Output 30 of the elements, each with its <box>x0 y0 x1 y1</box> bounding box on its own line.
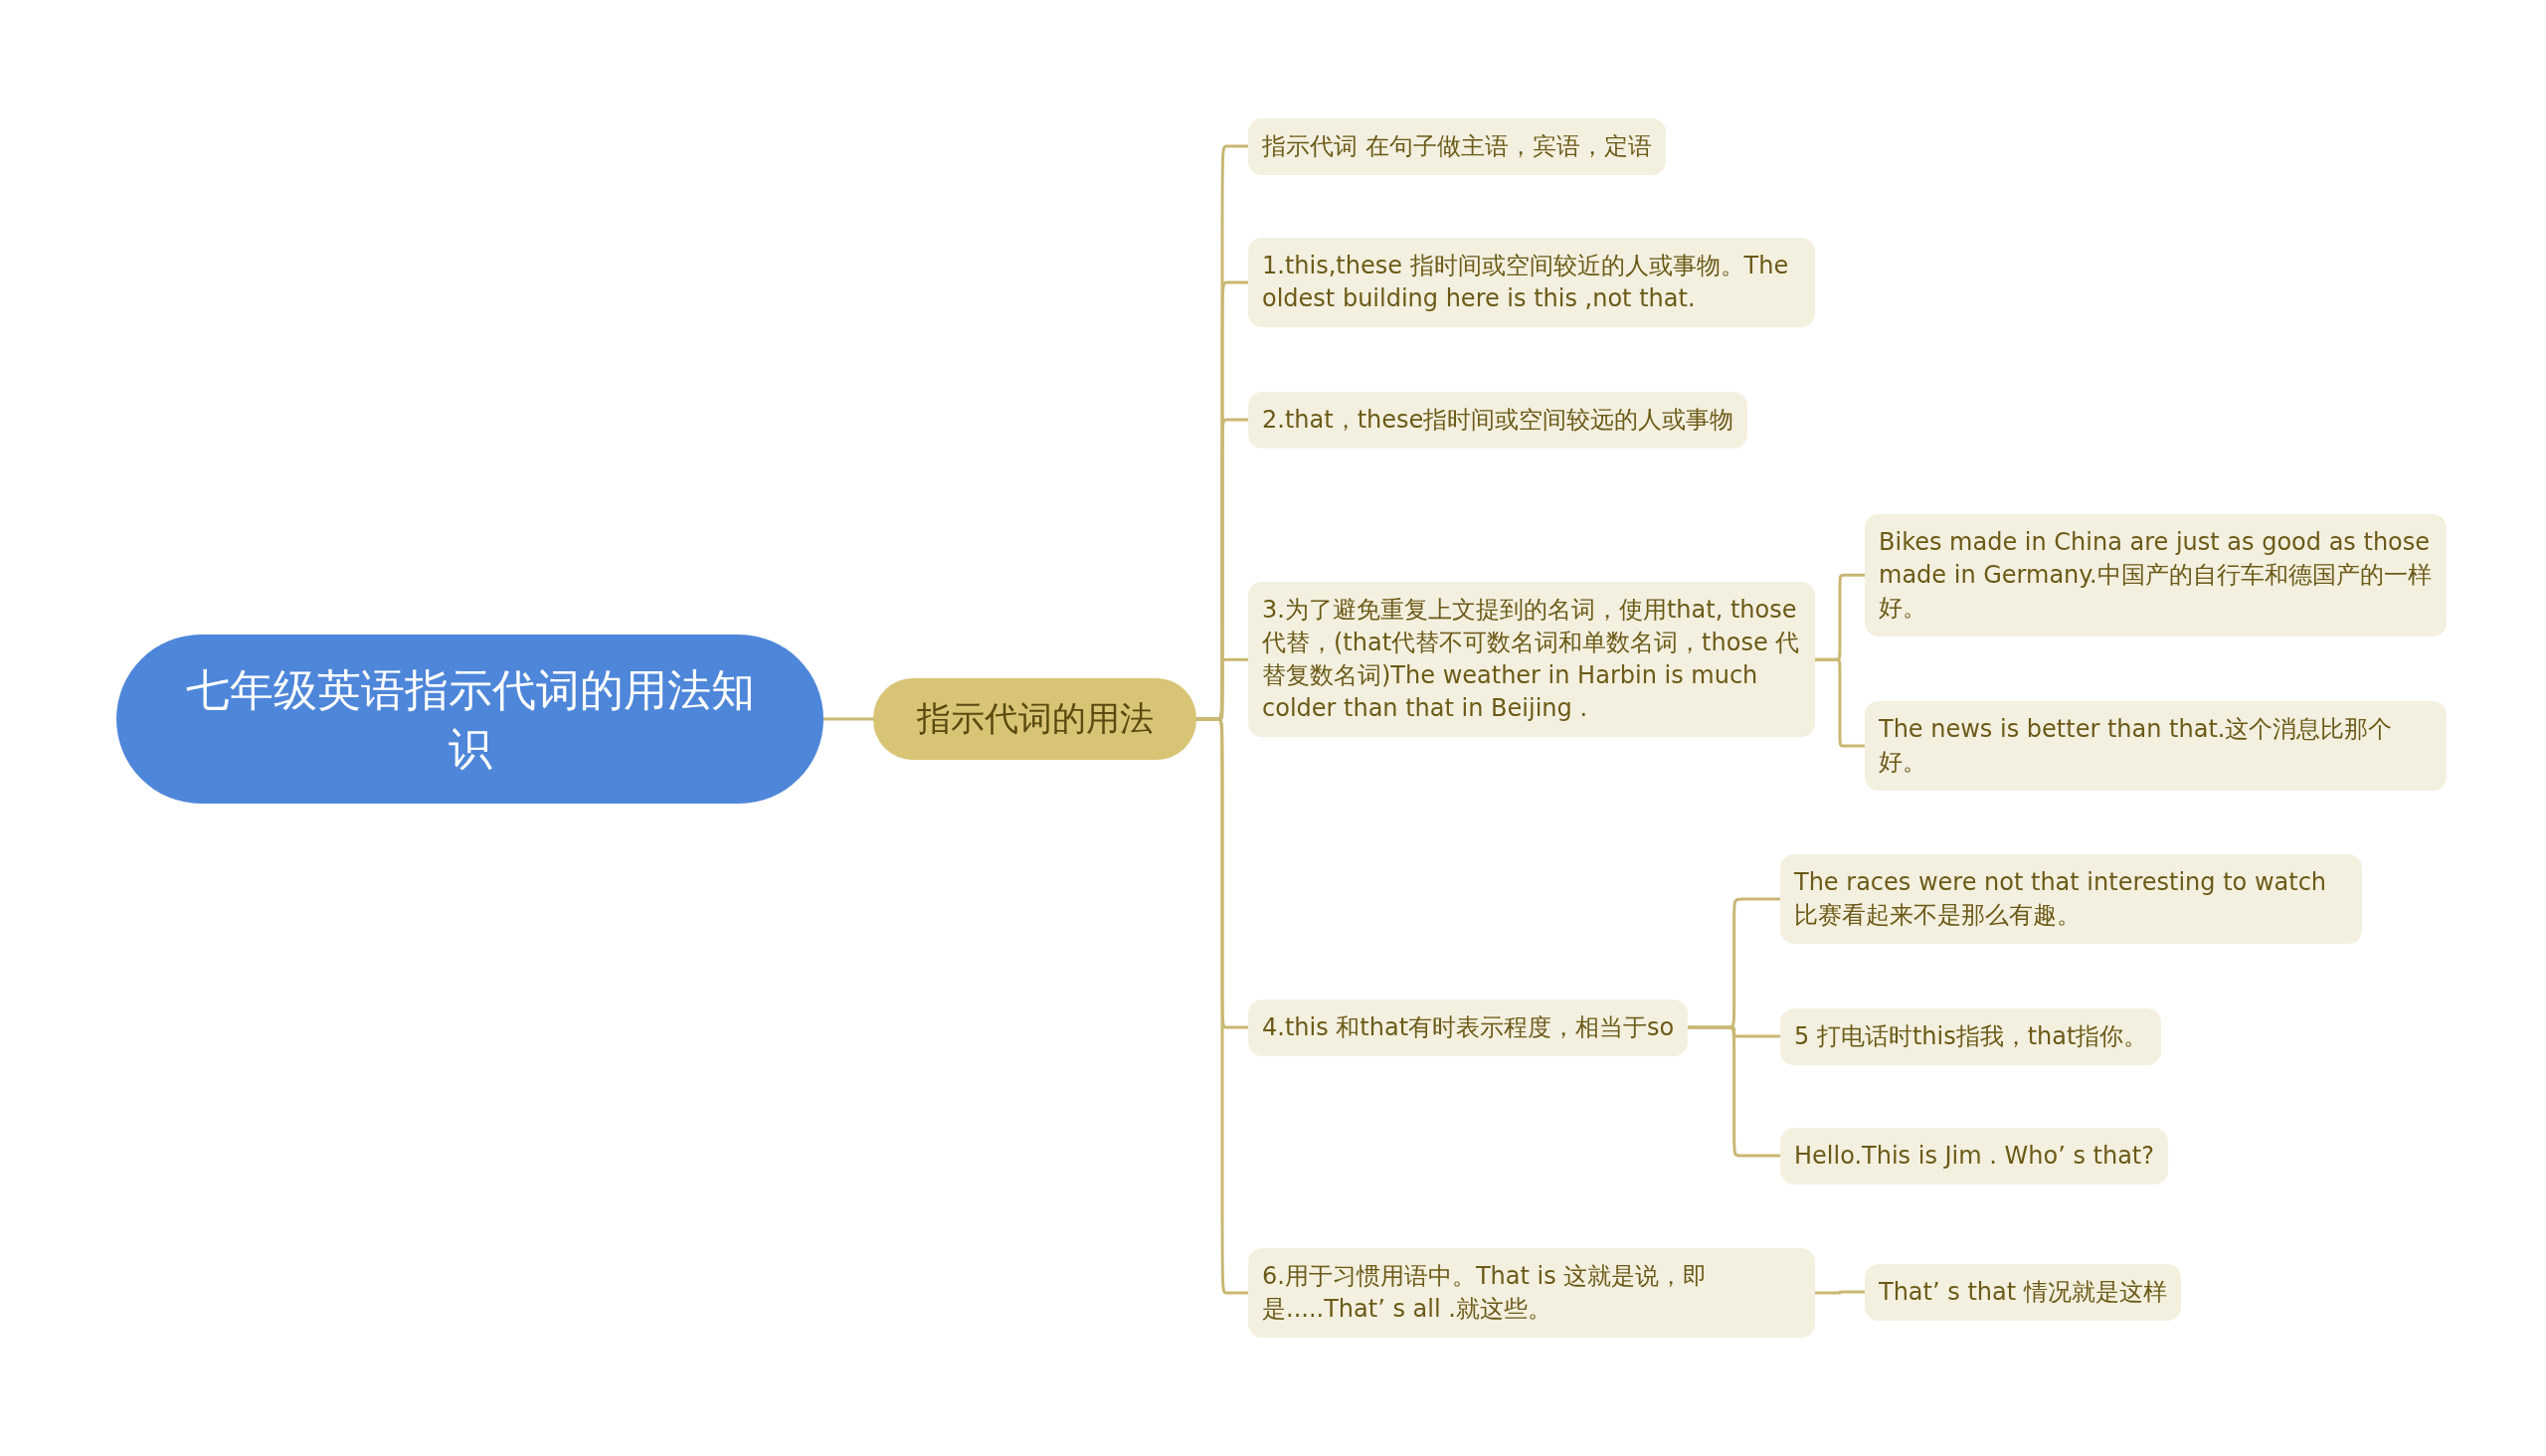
subtopic-box <box>1248 238 1815 328</box>
topic-text: 4.this 和that有时表示程度，相当于so <box>1262 1012 1675 1041</box>
topic-text: 指示代词的用法 <box>916 697 1154 740</box>
topic-text: 2.that，these指时间或空间较远的人或事物 <box>1262 405 1734 434</box>
branch-line <box>823 717 873 721</box>
subtopic-box <box>1248 582 1815 738</box>
topic-text: The news is better than that.这个消息比那个好。 <box>1879 715 2393 777</box>
subtopic-box <box>1865 701 2447 792</box>
subtopic-box <box>1248 1248 1815 1339</box>
branch-line <box>1688 1025 1780 1158</box>
topic-text: Hello.This is Jim . Who’ s that? <box>1794 1141 2154 1170</box>
topic-text: 3.为了避免重复上文提到的名词，使用that, those 代替，(that代替不可数名词和单数名词，those 代替复数名词)The weather in Harbin is much colder than that in Beijing . <box>1262 596 1800 723</box>
subtopic-box <box>1865 1263 2181 1321</box>
branch-line <box>1815 657 1865 748</box>
subtopic-box <box>1780 1127 2168 1184</box>
subtopic-box <box>1780 1007 2162 1065</box>
subtopic-box <box>1780 854 2362 945</box>
subtopic-box <box>1248 391 1748 449</box>
topic-text: 指示代词 在句子做主语，宾语，定语 <box>1262 131 1652 160</box>
subtopic-box <box>1248 117 1666 175</box>
topic-text: 5 打电话时this指我，that指你。 <box>1794 1021 2148 1050</box>
topic-text: 6.用于习惯用语中。That is 这就是说，即是.....That’ s all .就这些。 <box>1262 1262 1708 1324</box>
subtopic-box <box>1248 999 1689 1056</box>
branch-line <box>1815 1290 1865 1295</box>
topic-text: 七年级英语指示代词的用法知识 <box>184 662 756 776</box>
topic-text: Bikes made in China are just as good as those made in Germany.中国产的自行车和德国产的一样好。 <box>1879 527 2432 622</box>
topic-text: The races were not that interesting to watch比赛看起来不是那么有趣。 <box>1794 868 2327 930</box>
subtopic-box <box>1865 513 2447 637</box>
topic-text: That’ s that 情况就是这样 <box>1879 1277 2167 1306</box>
topic-text: 1.this,these 指时间或空间较近的人或事物。The oldest building here is this ,not that. <box>1262 252 1789 313</box>
